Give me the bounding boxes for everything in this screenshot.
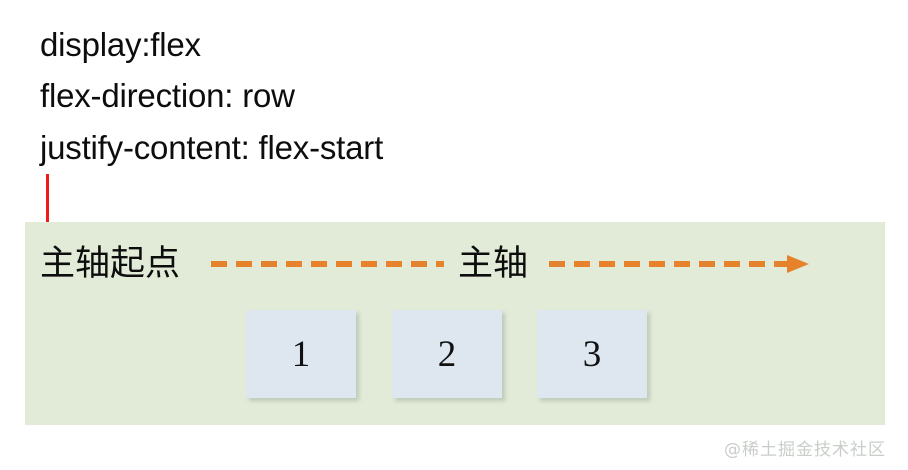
main-axis-label: 主轴 xyxy=(458,244,529,283)
watermark: @稀土掘金技术社区 xyxy=(724,440,886,460)
css-declaration-line-flex-direction: flex-direction: row xyxy=(40,77,295,114)
flex-items-row: 1 2 3 xyxy=(25,310,885,400)
flex-item-1: 1 xyxy=(246,310,356,398)
main-axis-row: 主轴起点 主轴 xyxy=(25,234,885,294)
flex-container: 主轴起点 主轴 1 2 3 xyxy=(25,222,885,425)
css-declaration-line-justify-content: justify-content: flex-start xyxy=(40,129,384,166)
main-axis-start-label: 主轴起点 xyxy=(40,244,181,283)
right-arrow-icon xyxy=(787,255,809,273)
css-declaration-line-display: display:flex xyxy=(40,26,201,63)
flex-item-3: 3 xyxy=(537,310,647,398)
main-axis-dashed-line-right xyxy=(549,261,787,267)
main-axis-start-marker xyxy=(46,174,49,223)
flex-item-2: 2 xyxy=(392,310,502,398)
main-axis-dashed-line-left xyxy=(211,261,444,267)
